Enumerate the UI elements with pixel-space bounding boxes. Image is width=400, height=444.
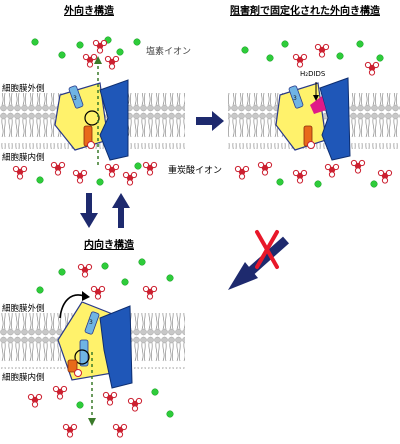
helix-marker-outward [87, 141, 95, 149]
gate-domain-blocked [319, 77, 351, 161]
panel-inward: 3 [0, 258, 185, 438]
helix-marker-inward [74, 369, 82, 377]
gate-domain-outward [99, 79, 129, 161]
label-extracellular-top: 細胞膜外側 [2, 84, 45, 94]
label-bicarbonate: 重炭酸イオン [168, 166, 223, 176]
title-inward: 内向き構造 [84, 240, 134, 251]
arrow-down-to-inward [80, 193, 98, 228]
label-intracellular-bottom: 細胞膜内側 [2, 373, 45, 383]
helix-3-blocked [288, 85, 304, 109]
title-blocked: 阻害剤で固定化された外向き構造 [230, 6, 380, 17]
label-chloride: 塩素イオン [146, 47, 192, 57]
svg-text:3: 3 [89, 319, 93, 326]
helix-3-outward [68, 85, 84, 109]
label-intracellular-top: 細胞膜内側 [2, 153, 45, 163]
helix-3-inward [84, 311, 100, 335]
svg-text:3: 3 [73, 95, 77, 102]
svg-text:3: 3 [293, 95, 297, 102]
movement-arrow [59, 294, 85, 319]
helix-marker-blocked [307, 141, 315, 149]
inhibitor-molecule [310, 96, 326, 114]
label-extracellular-bottom: 細胞膜外側 [2, 304, 45, 314]
binding-site-inward [74, 349, 90, 365]
label-inhibitor: H₂DIDS [300, 70, 326, 78]
panel-blocked: 3 [228, 40, 400, 188]
arrow-outward-to-blocked [196, 111, 224, 131]
binding-site-outward [84, 110, 100, 126]
panel-outward: 3 [0, 36, 185, 186]
title-outward: 外向き構造 [64, 6, 114, 17]
arrow-up-to-outward [112, 193, 130, 228]
gate-domain-inward [99, 305, 133, 389]
block-cross-icon [255, 230, 279, 269]
